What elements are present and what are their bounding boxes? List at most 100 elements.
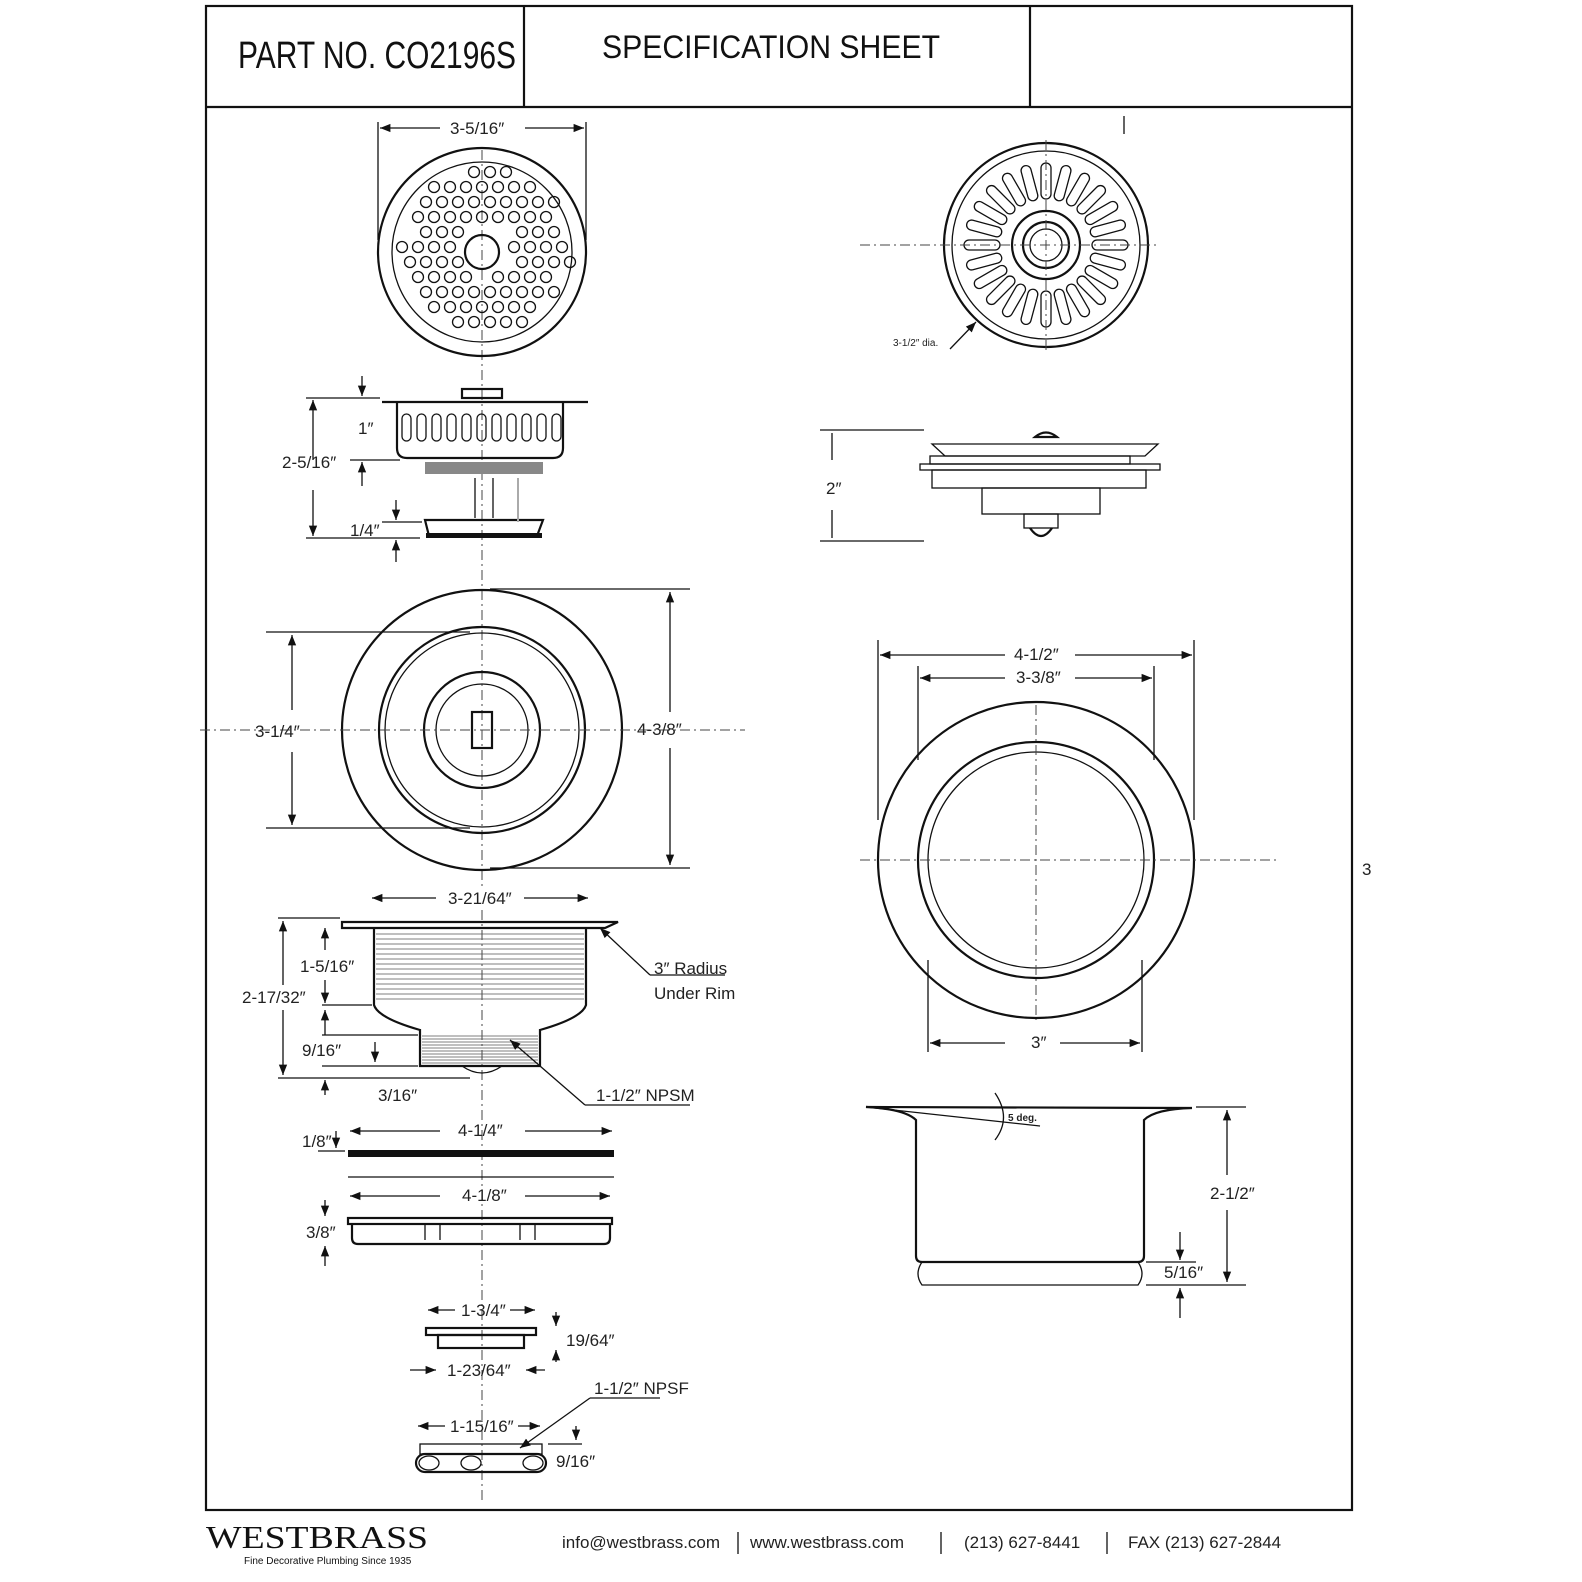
strainer-hole bbox=[451, 255, 465, 269]
strainer-hole bbox=[419, 285, 433, 299]
strainer-hole bbox=[443, 240, 457, 254]
strainer-hole bbox=[443, 270, 457, 284]
strainer-hole bbox=[411, 210, 425, 224]
strainer-hole bbox=[459, 300, 473, 314]
strainer-hole bbox=[507, 270, 521, 284]
strainer-hole bbox=[491, 180, 505, 194]
strainer-hole bbox=[523, 210, 537, 224]
strainer-hole bbox=[419, 255, 433, 269]
strainer-hole bbox=[523, 300, 537, 314]
part-number: PART NO. CO2196S bbox=[238, 35, 516, 77]
nut-thread-spec: 1-1/2″ NPSF bbox=[594, 1379, 689, 1398]
strainer-hole bbox=[467, 315, 481, 329]
basket-slot bbox=[521, 413, 532, 442]
strainer-hole bbox=[515, 225, 529, 239]
strainer-hole bbox=[459, 180, 473, 194]
strainer-hole bbox=[539, 270, 553, 284]
strainer-hole bbox=[547, 255, 561, 269]
strainer-hole bbox=[427, 180, 441, 194]
strainer-hole bbox=[531, 225, 545, 239]
strainer-hole bbox=[539, 210, 553, 224]
stopper-slot bbox=[1084, 200, 1119, 226]
strainer-hole bbox=[419, 195, 433, 209]
dim-thread-tip: 3/16″ bbox=[378, 1086, 417, 1105]
strainer-hole bbox=[491, 270, 505, 284]
footer-website[interactable]: www.westbrass.com bbox=[749, 1533, 904, 1552]
dim-stopper-dia: 3-1/2″ dia. bbox=[893, 338, 938, 349]
strainer-hole bbox=[427, 270, 441, 284]
dim-gasket-width: 4-1/4″ bbox=[458, 1121, 503, 1140]
basket-slot bbox=[506, 413, 517, 442]
stopper-side-view: 2″ bbox=[820, 429, 1161, 542]
strainer-hole bbox=[563, 255, 577, 269]
sheet-title: SPECIFICATION SHEET bbox=[602, 29, 940, 65]
stopper-slot bbox=[965, 252, 1003, 271]
strainer-hole bbox=[435, 255, 449, 269]
dim-stopper-thickness: 1/4″ bbox=[350, 521, 380, 540]
strainer-hole bbox=[483, 285, 497, 299]
strainer-hole bbox=[451, 225, 465, 239]
stopper-slot bbox=[1065, 172, 1091, 207]
strainer-hole bbox=[459, 210, 473, 224]
strainer-hole bbox=[435, 285, 449, 299]
strainer-hole bbox=[443, 300, 457, 314]
strainer-hole bbox=[483, 165, 497, 179]
flange-top-view: 3-1/4″ 4-3/8″ bbox=[200, 588, 745, 872]
strainer-hole bbox=[435, 225, 449, 239]
strainer-hole bbox=[499, 195, 513, 209]
strainer-hole bbox=[531, 255, 545, 269]
dim-body-width: 3-21/64″ bbox=[448, 889, 512, 908]
page-number: 3 bbox=[1362, 860, 1371, 879]
radius-note-line2: Under Rim bbox=[654, 984, 735, 1003]
dim-basket-height: 1″ bbox=[358, 419, 373, 438]
basket-slot bbox=[446, 413, 457, 442]
strainer-hole bbox=[515, 255, 529, 269]
strainer-hole bbox=[515, 315, 529, 329]
dim-ring-height: 3/8″ bbox=[306, 1223, 336, 1242]
footer-email[interactable]: info@westbrass.com bbox=[562, 1533, 720, 1552]
brand-tagline: Fine Decorative Plumbing Since 1935 bbox=[244, 1556, 412, 1567]
basket-side-view: 1″ 2-5/16″ 1/4″ bbox=[282, 376, 588, 562]
strainer-hole bbox=[515, 285, 529, 299]
strainer-hole bbox=[547, 225, 561, 239]
strainer-hole bbox=[451, 285, 465, 299]
stopper-slot bbox=[965, 219, 1003, 238]
basket-slot bbox=[551, 413, 562, 442]
stopper-slot bbox=[985, 184, 1016, 215]
dim-body-upper: 1-5/16″ bbox=[300, 957, 354, 976]
strainer-hole bbox=[499, 285, 513, 299]
thread-spec: 1-1/2″ NPSM bbox=[596, 1086, 695, 1105]
strainer-hole bbox=[531, 285, 545, 299]
flange-ring-view: 4-1/2″ 3-3/8″ 3″ bbox=[860, 640, 1280, 1052]
strainer-hole bbox=[507, 180, 521, 194]
dim-nut-height: 9/16″ bbox=[556, 1452, 595, 1471]
strainer-hole bbox=[475, 180, 489, 194]
strainer-hole bbox=[523, 180, 537, 194]
strainer-hole bbox=[451, 315, 465, 329]
stopper-slot bbox=[1020, 164, 1039, 202]
strainer-hole bbox=[427, 300, 441, 314]
washer-view: 1-3/4″ 19/64″ 1-23/64″ bbox=[410, 1301, 615, 1380]
strainer-hole bbox=[539, 240, 553, 254]
strainer-hole bbox=[507, 210, 521, 224]
stopper-slot bbox=[1065, 283, 1091, 318]
strainer-hole bbox=[491, 300, 505, 314]
dim-ring-width: 4-1/8″ bbox=[462, 1186, 507, 1205]
brand-logo: WESTBRASS bbox=[206, 1519, 428, 1555]
dim-flange-outer: 4-3/8″ bbox=[637, 720, 682, 739]
strainer-hole bbox=[467, 165, 481, 179]
stopper-slot bbox=[1089, 219, 1127, 238]
strainer-hole bbox=[451, 195, 465, 209]
strainer-hole bbox=[491, 210, 505, 224]
strainer-hole bbox=[467, 285, 481, 299]
strainer-hole bbox=[483, 315, 497, 329]
strainer-hole bbox=[427, 240, 441, 254]
dim-angle: 5 deg. bbox=[1008, 1113, 1037, 1124]
stopper-top-view: 3-1/2″ dia. bbox=[860, 116, 1160, 350]
dim-washer-outer: 1-3/4″ bbox=[461, 1301, 506, 1320]
strainer-hole bbox=[411, 240, 425, 254]
strainer-hole bbox=[443, 180, 457, 194]
dim-stopper-height: 2″ bbox=[826, 479, 841, 498]
body-side-view: 3-21/64″ 3″ Radius Under Rim 1-5/16″ 2-1… bbox=[242, 886, 735, 1106]
title-block: PART NO. CO2196S SPECIFICATION SHEET bbox=[204, 4, 1354, 1512]
